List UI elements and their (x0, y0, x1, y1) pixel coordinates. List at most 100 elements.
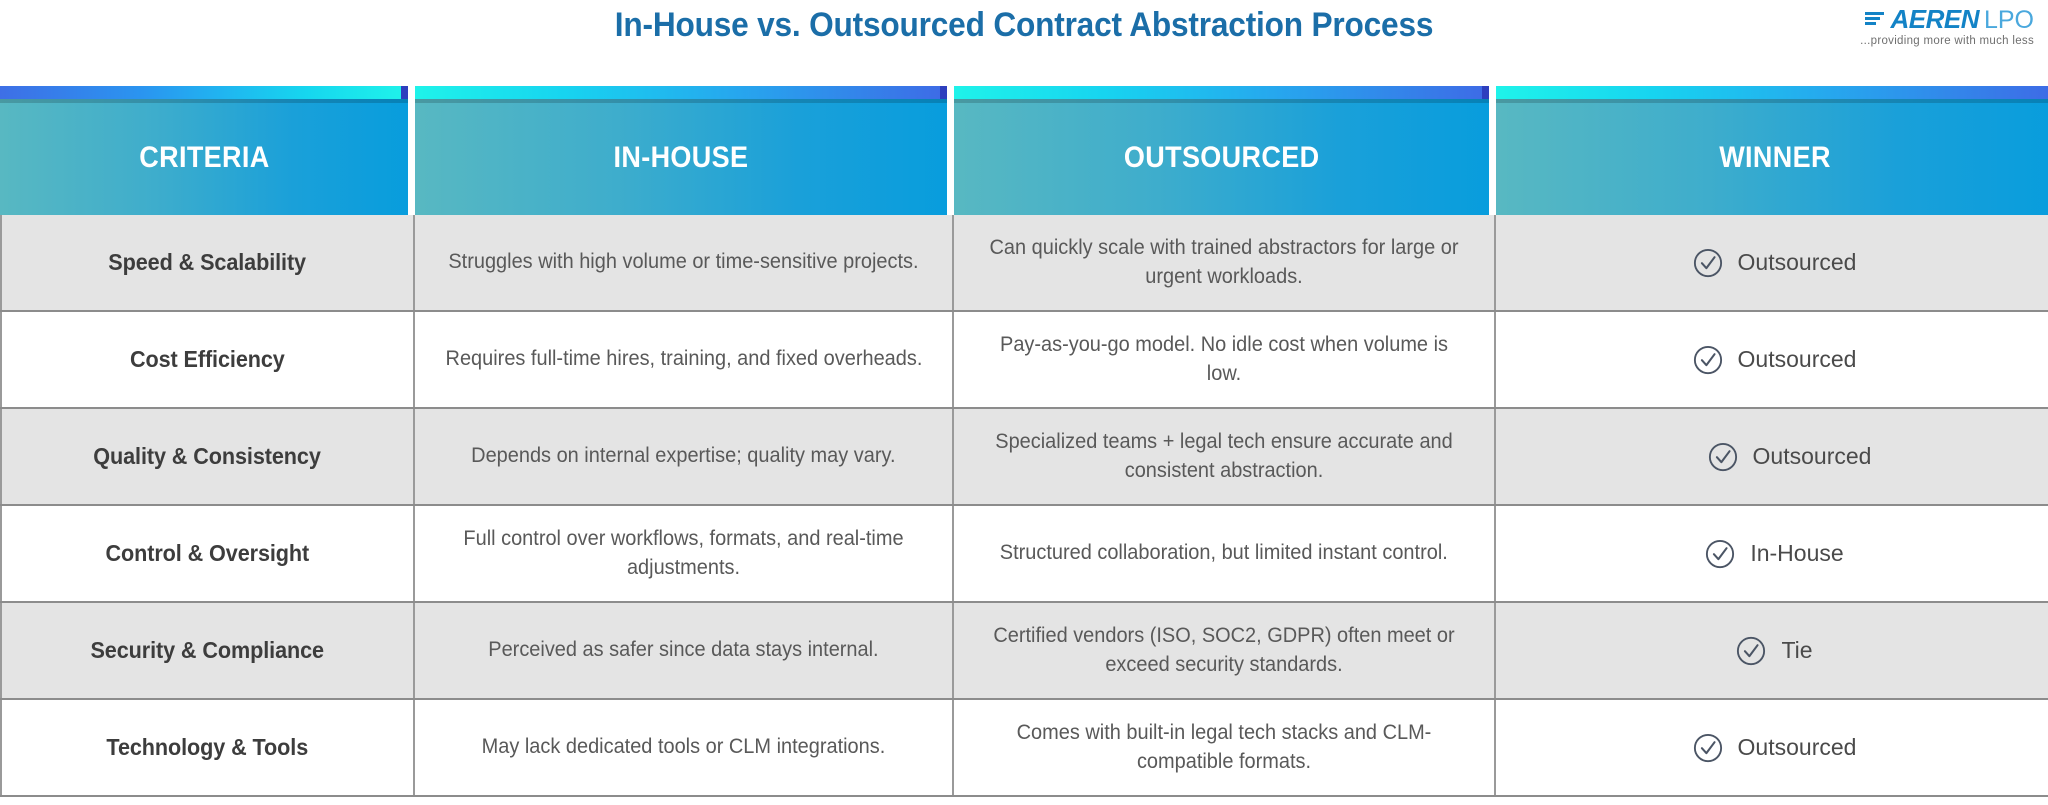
accent-bar-cap (940, 86, 947, 99)
logo-wordmark: AEREN LPO (1824, 6, 2034, 33)
in-house-text: Requires full-time hires, training, and … (445, 347, 922, 371)
in-house-text: May lack dedicated tools or CLM integrat… (481, 735, 886, 759)
column-header-shadow (415, 99, 947, 103)
accent-bar-cap (1482, 86, 1489, 99)
in-house-text: Depends on internal expertise; quality m… (471, 444, 896, 468)
criteria-cell: Technology & Tools (0, 700, 415, 795)
winner-badge: Outsourced (1693, 345, 1857, 375)
winner-cell: Outsourced (1496, 312, 2048, 407)
aeren-lpo-logo: AEREN LPO ...providing more with much le… (1824, 6, 2034, 48)
winner-badge: Tie (1736, 636, 1813, 666)
comparison-table: CRITERIA IN-HOUSE OUTSOURCED WINNER Speed &… (0, 86, 2048, 798)
column-accent-bar (1496, 86, 2048, 99)
winner-cell: Outsourced (1496, 215, 2048, 310)
in-house-cell: Struggles with high volume or time-sensi… (415, 215, 954, 310)
check-circle-icon (1706, 539, 1735, 568)
outsourced-cell: Certified vendors (ISO, SOC2, GDPR) ofte… (954, 603, 1496, 698)
column-header-shadow (0, 99, 408, 103)
winner-badge: In-House (1705, 539, 1844, 569)
winner-badge: Outsourced (1693, 248, 1857, 278)
check-circle-icon (1708, 442, 1737, 471)
check-circle-icon (1693, 733, 1722, 762)
in-house-text: Perceived as safer since data stays inte… (488, 638, 879, 662)
outsourced-cell: Specialized teams + legal tech ensure ac… (954, 409, 1496, 504)
criteria-cell: Quality & Consistency (0, 409, 415, 504)
outsourced-text: Can quickly scale with trained abstracto… (989, 235, 1459, 288)
column-header-in-house: IN-HOUSE (415, 86, 947, 215)
criteria-label: Technology & Tools (106, 734, 309, 760)
column-header-background (1496, 99, 2048, 215)
in-house-cell: Depends on internal expertise; quality m… (415, 409, 954, 504)
winner-badge: Outsourced (1693, 733, 1857, 763)
winner-cell: Outsourced (1496, 409, 2048, 504)
column-header-gap (408, 86, 415, 215)
column-header-background (954, 99, 1489, 215)
in-house-cell: May lack dedicated tools or CLM integrat… (415, 700, 954, 795)
criteria-label: Security & Compliance (90, 637, 325, 663)
winner-label: In-House (1750, 540, 1844, 566)
column-header-label: WINNER (1719, 140, 1832, 174)
winner-label: Tie (1781, 637, 1813, 663)
in-house-cell: Full control over workflows, formats, an… (415, 506, 954, 601)
outsourced-cell: Comes with built-in legal tech stacks an… (954, 700, 1496, 795)
criteria-cell: Speed & Scalability (0, 215, 415, 310)
column-header-shadow (954, 99, 1489, 103)
title-bar: In-House vs. Outsourced Contract Abstrac… (0, 0, 2048, 86)
table-body: Speed & Scalability Struggles with high v… (0, 215, 2048, 797)
check-circle-icon (1693, 345, 1722, 374)
column-header-gap (947, 86, 954, 215)
winner-label: Outsourced (1752, 443, 1872, 469)
column-header-winner: WINNER (1496, 86, 2048, 215)
table-row: Control & Oversight Full control over wor… (0, 506, 2048, 603)
column-header-background (0, 99, 408, 215)
column-accent-bar (954, 86, 1489, 99)
winner-cell: In-House (1496, 506, 2048, 601)
logo-tagline: ...providing more with much less (1860, 35, 2034, 47)
logo-brand-suffix: LPO (1983, 6, 2034, 34)
check-circle-icon (1693, 248, 1722, 277)
winner-badge: Outsourced (1678, 442, 1872, 472)
winner-cell: Tie (1496, 603, 2048, 698)
aeren-bars-icon (1865, 11, 1885, 28)
outsourced-cell: Pay-as-you-go model. No idle cost when v… (954, 312, 1496, 407)
check-circle-icon (1737, 636, 1766, 665)
logo-brand-name: AEREN (1890, 4, 1979, 34)
winner-cell: Outsourced (1496, 700, 2048, 795)
column-header-gap (1489, 86, 1496, 215)
outsourced-text: Comes with built-in legal tech stacks an… (1016, 720, 1432, 773)
column-header-outsourced: OUTSOURCED (954, 86, 1489, 215)
table-row: Quality & Consistency Depends on internal… (0, 409, 2048, 506)
column-accent-bar (415, 86, 947, 99)
column-header-label: IN-HOUSE (613, 140, 749, 174)
criteria-label: Control & Oversight (105, 540, 310, 566)
column-header-label: OUTSOURCED (1123, 140, 1320, 174)
criteria-label: Speed & Scalability (108, 249, 307, 275)
in-house-cell: Perceived as safer since data stays inte… (415, 603, 954, 698)
winner-label: Outsourced (1737, 249, 1857, 275)
criteria-cell: Control & Oversight (0, 506, 415, 601)
page-title: In-House vs. Outsourced Contract Abstrac… (614, 6, 1434, 44)
outsourced-cell: Structured collaboration, but limited in… (954, 506, 1496, 601)
in-house-text: Full control over workflows, formats, an… (463, 526, 904, 579)
column-header-criteria: CRITERIA (0, 86, 408, 215)
outsourced-text: Structured collaboration, but limited in… (999, 541, 1448, 565)
table-row: Speed & Scalability Struggles with high v… (0, 215, 2048, 312)
outsourced-text: Certified vendors (ISO, SOC2, GDPR) ofte… (993, 623, 1455, 676)
in-house-cell: Requires full-time hires, training, and … (415, 312, 954, 407)
criteria-cell: Security & Compliance (0, 603, 415, 698)
winner-label: Outsourced (1737, 346, 1857, 372)
criteria-label: Quality & Consistency (93, 443, 322, 469)
table-row: Technology & Tools May lack dedicated too… (0, 700, 2048, 797)
column-header-background (415, 99, 947, 215)
outsourced-cell: Can quickly scale with trained abstracto… (954, 215, 1496, 310)
winner-label: Outsourced (1737, 734, 1857, 760)
outsourced-text: Pay-as-you-go model. No idle cost when v… (1000, 332, 1448, 385)
accent-bar-cap (401, 86, 408, 99)
column-header-shadow (1496, 99, 2048, 103)
table-row: Security & Compliance Perceived as safer … (0, 603, 2048, 700)
outsourced-text: Specialized teams + legal tech ensure ac… (995, 429, 1453, 482)
column-header-label: CRITERIA (138, 140, 270, 174)
table-header-row: CRITERIA IN-HOUSE OUTSOURCED WINNER (0, 86, 2048, 215)
